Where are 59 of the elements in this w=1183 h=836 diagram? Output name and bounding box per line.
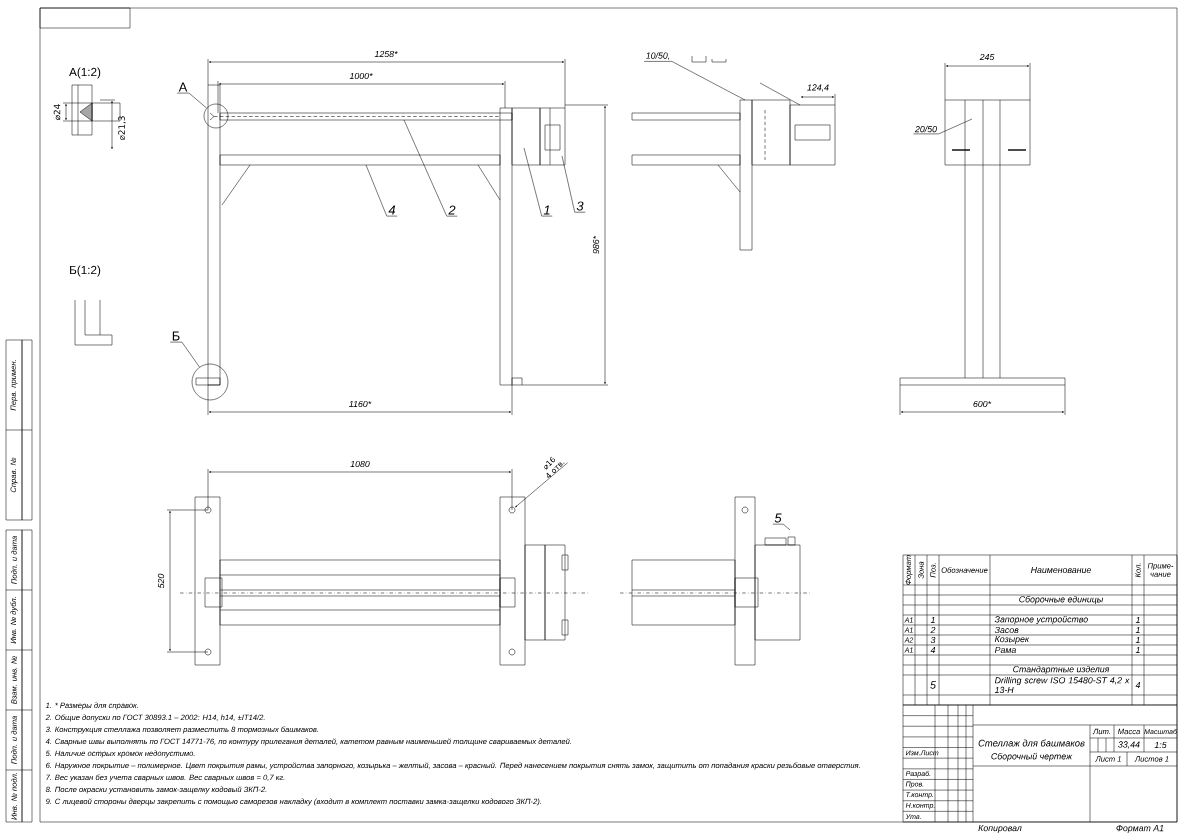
dimension-text: ⌀21,3 bbox=[118, 116, 126, 141]
table-cell: 4 bbox=[930, 646, 936, 653]
table-cell: Засов bbox=[994, 626, 1019, 634]
drawing-title: Стеллаж для башмаков bbox=[978, 739, 1085, 747]
dimension-text: 986* bbox=[592, 235, 600, 254]
weld-note: 10/50, bbox=[646, 52, 670, 60]
callout-number: 1 bbox=[543, 205, 550, 215]
sheet-footer-text: Копировал bbox=[978, 825, 1022, 833]
dimension-text: ⌀24 bbox=[53, 104, 61, 120]
view-title: Б(1:2) bbox=[70, 265, 101, 277]
table-cell: 5 bbox=[930, 681, 936, 689]
view-marker: А bbox=[178, 82, 188, 92]
leader-line bbox=[169, 341, 200, 368]
view-title: А(1:2) bbox=[69, 67, 101, 79]
table-cell: 1 bbox=[1135, 626, 1140, 633]
detail-circle bbox=[203, 103, 229, 129]
callout-number: 2 bbox=[448, 205, 456, 215]
dimension-text: 124,4 bbox=[807, 84, 829, 92]
table-cell: 1 bbox=[930, 616, 935, 623]
sheet-footer-text: Формат А1 bbox=[1116, 825, 1164, 833]
dimension-text: 520 bbox=[157, 573, 165, 589]
leader-line bbox=[176, 92, 207, 109]
table-cell: Drilling screw ISO 15480-ST 4,2 x 13-H bbox=[994, 676, 1130, 694]
column-header: Наименование bbox=[1030, 566, 1091, 574]
dimension-text: 1160* bbox=[349, 400, 372, 408]
detail-circle bbox=[191, 363, 229, 401]
title-block-text: 1:5 bbox=[1154, 741, 1167, 749]
table-cell: Сборочные единицы bbox=[1019, 595, 1104, 605]
table-cell: Рама bbox=[994, 646, 1016, 654]
dimension-text: 1080 bbox=[350, 460, 370, 468]
table-cell: Запорное устройство bbox=[994, 615, 1088, 625]
leader-line bbox=[561, 155, 586, 213]
mounting-hole bbox=[508, 506, 516, 514]
callout-number: 3 bbox=[576, 201, 584, 211]
view-marker: Б bbox=[172, 331, 180, 341]
table-cell: 1 bbox=[1135, 646, 1140, 653]
weld-note: 20/50 bbox=[914, 125, 937, 133]
table-cell: 3 bbox=[930, 636, 936, 644]
dimension-text: 600* bbox=[973, 400, 992, 408]
table-cell: 4 bbox=[1135, 681, 1141, 688]
callout-number: 5 bbox=[774, 513, 782, 523]
dimension-text: 245 bbox=[979, 53, 995, 61]
dimension-text: 1258* bbox=[374, 50, 398, 58]
table-cell: 1 bbox=[1135, 636, 1140, 643]
leader-line bbox=[365, 164, 398, 217]
leader-line bbox=[643, 61, 746, 101]
callout-number: 4 bbox=[388, 205, 396, 215]
dimension-text: 1000* bbox=[349, 72, 373, 80]
leader-line bbox=[515, 462, 568, 508]
table-cell: Козырек bbox=[994, 636, 1030, 644]
table-cell: 2 bbox=[930, 626, 936, 634]
leader-line bbox=[403, 119, 458, 217]
leader-line bbox=[913, 118, 973, 135]
leader-line bbox=[772, 523, 791, 531]
title-block-text: 33,44 bbox=[1118, 741, 1140, 749]
table-cell: 1 bbox=[1135, 616, 1140, 623]
leader-line bbox=[523, 147, 553, 217]
document-type: Сборочный чертеж bbox=[991, 752, 1073, 762]
table-cell: Стандартные изделия bbox=[1013, 665, 1110, 675]
